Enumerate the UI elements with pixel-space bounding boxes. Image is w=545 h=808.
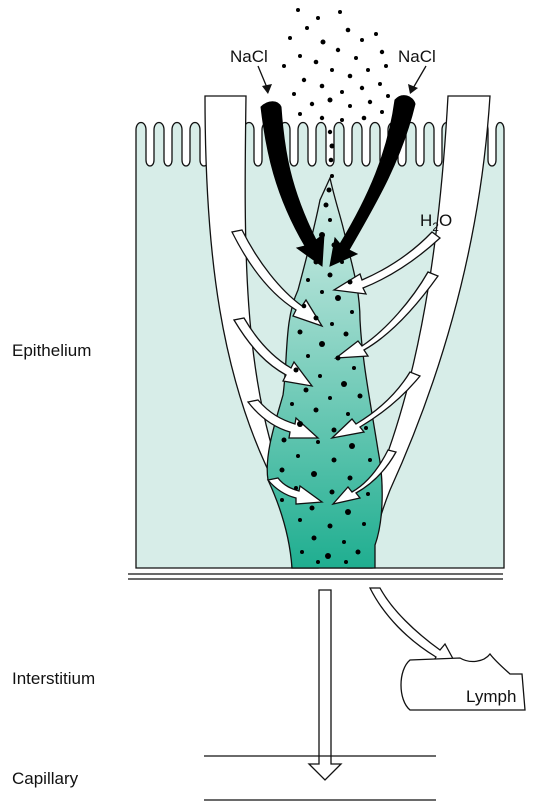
nacl-label-left: NaCl [230, 47, 268, 66]
capillary-label: Capillary [12, 769, 79, 788]
water-label-h: H [420, 211, 432, 230]
nacl-right-pointer-head [408, 84, 418, 94]
nacl-left-pointer-head [262, 84, 272, 94]
lymph-label: Lymph [466, 687, 516, 706]
water-label-o: O [439, 211, 452, 230]
interstitium-label: Interstitium [12, 669, 95, 688]
flow-to-lymph-arrow [370, 588, 458, 668]
nacl-right-pointer [412, 66, 426, 90]
nacl-label-right: NaCl [398, 47, 436, 66]
flow-to-capillary-arrow [309, 590, 341, 780]
epithelium-label: Epithelium [12, 341, 91, 360]
